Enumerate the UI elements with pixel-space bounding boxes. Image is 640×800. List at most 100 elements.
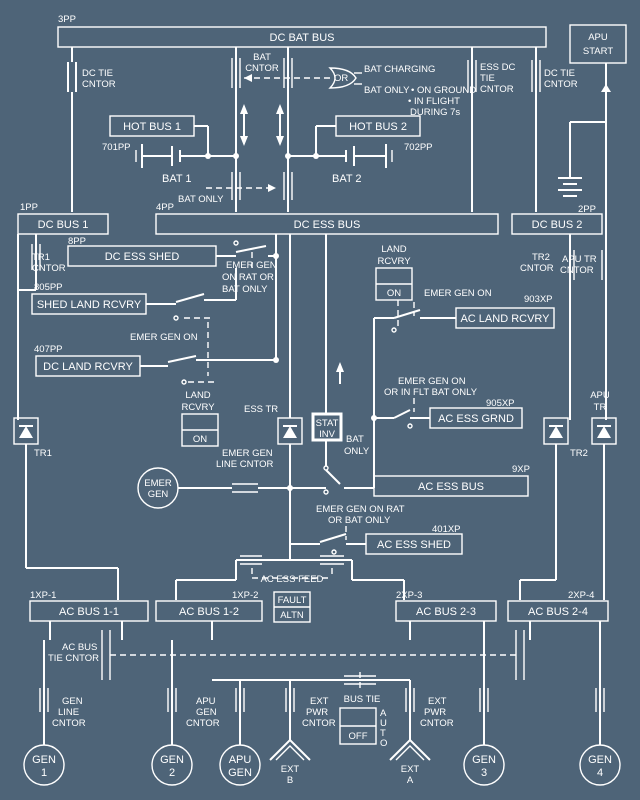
svg-text:EMER GEN ON: EMER GEN ON: [424, 288, 492, 299]
svg-text:STAT: STAT: [316, 418, 339, 429]
svg-text:2XP-3: 2XP-3: [396, 590, 422, 601]
apu-start-arrow: [601, 84, 611, 92]
svg-text:AC BUS 1-1: AC BUS 1-1: [59, 606, 119, 618]
svg-text:OR: OR: [334, 73, 348, 84]
svg-text:701PP: 701PP: [102, 142, 131, 153]
svg-text:CNTOR: CNTOR: [480, 84, 514, 95]
svg-text:LINE CNTOR: LINE CNTOR: [216, 459, 274, 470]
svg-text:LINE: LINE: [58, 707, 79, 718]
svg-text:DC BUS 2: DC BUS 2: [532, 219, 583, 231]
svg-text:ALTN: ALTN: [280, 610, 304, 621]
svg-text:RCVRY: RCVRY: [181, 402, 215, 413]
svg-text:4: 4: [597, 767, 603, 779]
ac-bus-2-3[interactable]: [395, 600, 497, 622]
svg-text:APU TR: APU TR: [562, 254, 597, 265]
svg-text:BAT ONLY: BAT ONLY: [364, 85, 410, 96]
svg-text:AC BUS: AC BUS: [62, 642, 97, 653]
svg-text:DC ESS BUS: DC ESS BUS: [294, 219, 361, 231]
svg-text:DC LAND RCVRY: DC LAND RCVRY: [43, 361, 133, 373]
svg-text:BUS TIE: BUS TIE: [344, 694, 381, 705]
svg-text:TR1: TR1: [34, 448, 52, 459]
svg-text:ON RAT OR: ON RAT OR: [222, 272, 274, 283]
svg-text:CNTOR: CNTOR: [420, 718, 454, 729]
ac-land-rcvry[interactable]: [455, 307, 555, 329]
svg-text:CNTOR: CNTOR: [544, 79, 578, 90]
gen-1: [23, 744, 65, 786]
svg-text:BAT: BAT: [253, 52, 271, 63]
svg-text:AC ESS SHED: AC ESS SHED: [377, 539, 451, 551]
svg-text:407PP: 407PP: [34, 344, 63, 355]
svg-text:A: A: [380, 708, 387, 719]
svg-text:ONLY: ONLY: [344, 446, 370, 457]
svg-text:TR: TR: [594, 402, 607, 413]
svg-text:APU: APU: [196, 696, 216, 707]
svg-text:HOT BUS 2: HOT BUS 2: [349, 121, 407, 133]
svg-text:LAND: LAND: [381, 244, 406, 255]
svg-text:ESS TR: ESS TR: [244, 404, 278, 415]
svg-text:EXT: EXT: [401, 764, 420, 775]
svg-text:CNTOR: CNTOR: [520, 263, 554, 274]
svg-text:CNTOR: CNTOR: [186, 718, 220, 729]
svg-text:9XP: 9XP: [512, 464, 530, 475]
svg-text:8PP: 8PP: [68, 236, 86, 247]
svg-text:3: 3: [481, 767, 487, 779]
svg-text:CNTOR: CNTOR: [32, 263, 66, 274]
svg-text:ESS DC: ESS DC: [480, 62, 516, 73]
svg-text:CNTOR: CNTOR: [245, 63, 279, 74]
svg-text:PWR: PWR: [306, 707, 328, 718]
svg-text:AC ESS BUS: AC ESS BUS: [418, 481, 484, 493]
ext-b-connector: [269, 738, 311, 761]
dc-bat-bus-label: DC BAT BUS: [270, 32, 335, 44]
svg-text:APU: APU: [590, 390, 610, 401]
dc-bat-bus[interactable]: [57, 26, 547, 48]
svg-text:EMER GEN ON RAT: EMER GEN ON RAT: [316, 504, 405, 515]
svg-text:• IN FLIGHT: • IN FLIGHT: [408, 96, 460, 107]
svg-text:INV: INV: [319, 429, 336, 440]
svg-text:BAT: BAT: [346, 434, 364, 445]
svg-text:DC ESS SHED: DC ESS SHED: [105, 251, 180, 263]
svg-text:RCVRY: RCVRY: [377, 256, 411, 267]
svg-text:4PP: 4PP: [156, 202, 174, 213]
svg-text:OFF: OFF: [349, 731, 368, 742]
svg-text:PWR: PWR: [424, 707, 446, 718]
svg-text:GEN: GEN: [32, 754, 56, 766]
svg-text:GEN: GEN: [62, 696, 83, 707]
svg-text:ON: ON: [193, 434, 207, 445]
svg-text:1: 1: [41, 767, 47, 779]
dc-bus-2[interactable]: [511, 213, 603, 235]
ac-bus-1-2[interactable]: [155, 600, 263, 622]
ac-ess-grnd[interactable]: [429, 407, 523, 429]
svg-text:BAT 1: BAT 1: [162, 173, 192, 185]
svg-text:GEN: GEN: [196, 707, 217, 718]
svg-text:A: A: [407, 775, 414, 786]
dc-bus-1[interactable]: [17, 213, 109, 235]
svg-text:1XP-2: 1XP-2: [232, 590, 258, 601]
svg-text:905XP: 905XP: [486, 398, 515, 409]
svg-text:START: START: [583, 46, 613, 57]
svg-text:1PP: 1PP: [20, 202, 38, 213]
svg-text:AC BUS 1-2: AC BUS 1-2: [179, 606, 239, 618]
svg-text:AC BUS 2-4: AC BUS 2-4: [528, 606, 588, 618]
svg-text:2XP-4: 2XP-4: [568, 590, 594, 601]
ac-bus-1-1[interactable]: [29, 600, 149, 622]
svg-text:CNTOR: CNTOR: [302, 718, 336, 729]
or-gate: [328, 67, 357, 89]
svg-text:APU: APU: [229, 754, 252, 766]
svg-text:GEN: GEN: [160, 754, 184, 766]
svg-text:CNTOR: CNTOR: [52, 718, 86, 729]
ac-bus-2-4[interactable]: [507, 600, 609, 622]
svg-text:702PP: 702PP: [404, 142, 433, 153]
svg-text:EMER GEN: EMER GEN: [222, 448, 273, 459]
gen-4: [579, 744, 621, 786]
svg-text:ON: ON: [387, 288, 401, 299]
ac-ess-shed[interactable]: [365, 533, 463, 555]
svg-text:GEN: GEN: [228, 767, 252, 779]
ac-ess-bus[interactable]: [373, 475, 529, 497]
svg-text:1XP-1: 1XP-1: [30, 590, 56, 601]
svg-text:TR2: TR2: [532, 252, 550, 263]
svg-text:GEN: GEN: [588, 754, 612, 766]
apu-start-box[interactable]: [569, 24, 627, 64]
svg-text:AC BUS 2-3: AC BUS 2-3: [416, 606, 476, 618]
svg-text:LAND: LAND: [185, 390, 210, 401]
svg-text:DC BUS 1: DC BUS 1: [38, 219, 89, 231]
